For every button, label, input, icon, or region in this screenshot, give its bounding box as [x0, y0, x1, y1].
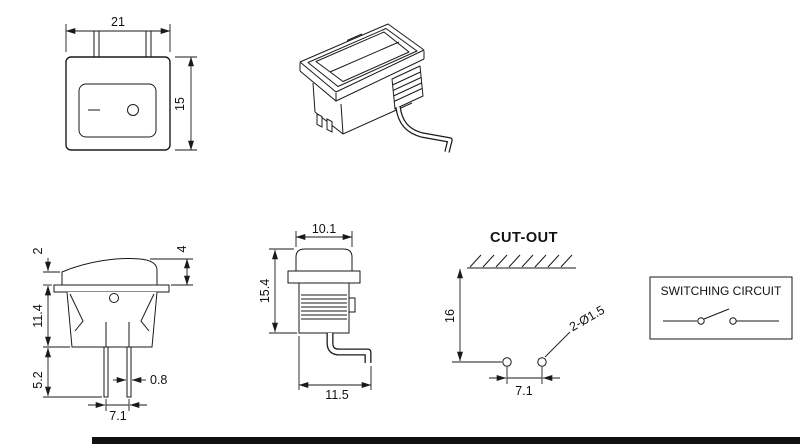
dim-label-terminal-length: 11.5 — [325, 388, 348, 402]
iso-terminal-block — [391, 65, 424, 110]
dim-label-height: 15 — [173, 97, 187, 111]
rocker-crease — [329, 41, 400, 73]
rocker-outline — [78, 83, 157, 138]
dim-label-pin-length: 5.2 — [31, 371, 45, 388]
rocker-top — [315, 31, 410, 82]
terminal-pin-left — [93, 30, 100, 59]
dim-pin-pitch: 7.1 — [88, 399, 147, 423]
dim-label-width: 21 — [111, 15, 125, 29]
circuit-title: SWITCHING CIRCUIT — [661, 284, 782, 298]
side-nub — [348, 297, 356, 313]
dim-label-total-height: 15.4 — [258, 279, 272, 303]
circuit-box — [649, 276, 793, 340]
dim-width: 21 — [65, 15, 171, 52]
dim-label-pin-width: 0.8 — [150, 373, 167, 387]
front-view: 21 15 — [65, 15, 197, 151]
rocker-profile — [61, 258, 158, 285]
iso-bent-terminal — [395, 106, 453, 153]
switching-circuit: SWITCHING CIRCUIT — [649, 276, 793, 340]
isometric-view — [299, 23, 453, 153]
dim-label-hole-pitch: 7.1 — [515, 384, 532, 398]
dim-label-cutout-height: 16 — [443, 309, 457, 323]
dim-label-hole-spec: 2-Ø1.5 — [567, 303, 607, 334]
dim-pin-length: 5.2 — [31, 347, 102, 398]
dim-label-body-height: 11.4 — [31, 304, 45, 327]
dim-terminal-length: 11.5 — [298, 336, 372, 402]
pin-left — [103, 346, 109, 398]
terminal-pin-right — [145, 30, 152, 59]
bottom-border-bar — [92, 437, 800, 444]
dim-hole-pitch: 7.1 — [489, 367, 560, 398]
hole-spec-callout: 2-Ø1.5 — [544, 303, 607, 358]
bezel-flange-edges — [299, 51, 425, 102]
dim-label-cap-width: 10.1 — [312, 222, 336, 236]
rocker-on-mark — [346, 33, 363, 41]
profile-view: 10.1 15.4 11.5 — [258, 222, 372, 402]
dim-height: 15 — [173, 56, 197, 151]
side-view: 2 4 11.4 5.2 7.1 0.8 — [31, 245, 193, 423]
pin-right — [126, 346, 132, 398]
cap — [295, 248, 353, 271]
cutout-view: CUT-OUT 16 7.1 2-Ø1. — [443, 230, 607, 398]
panel-hatch — [469, 254, 573, 268]
iso-body — [312, 82, 413, 135]
flange — [53, 284, 170, 293]
dim-label-left-thickness: 2 — [31, 247, 45, 254]
clip-right — [140, 293, 155, 332]
flange — [287, 270, 361, 284]
clip-left — [69, 293, 84, 332]
cutout-title: CUT-OUT — [490, 230, 558, 246]
dim-body-height: 11.4 — [31, 285, 70, 348]
mounting-hole-right — [537, 357, 547, 367]
body — [298, 282, 350, 334]
off-mark — [127, 104, 139, 116]
dim-cutout-height: 16 — [443, 268, 502, 363]
dim-total-height: 15.4 — [258, 248, 297, 334]
bezel-inner — [307, 28, 418, 87]
body-ribs — [301, 294, 347, 320]
bent-terminal — [326, 333, 372, 363]
switch-symbol — [663, 308, 779, 325]
mounting-hole-left — [502, 357, 512, 367]
body-outline — [66, 291, 158, 348]
dim-cap-width: 10.1 — [295, 222, 353, 247]
dim-rocker-height: 4 — [150, 245, 193, 286]
dim-pin-width: 0.8 — [113, 373, 167, 387]
pivot — [109, 293, 119, 303]
dim-label-rocker-height: 4 — [175, 245, 189, 252]
dim-label-pin-pitch: 7.1 — [109, 409, 126, 423]
